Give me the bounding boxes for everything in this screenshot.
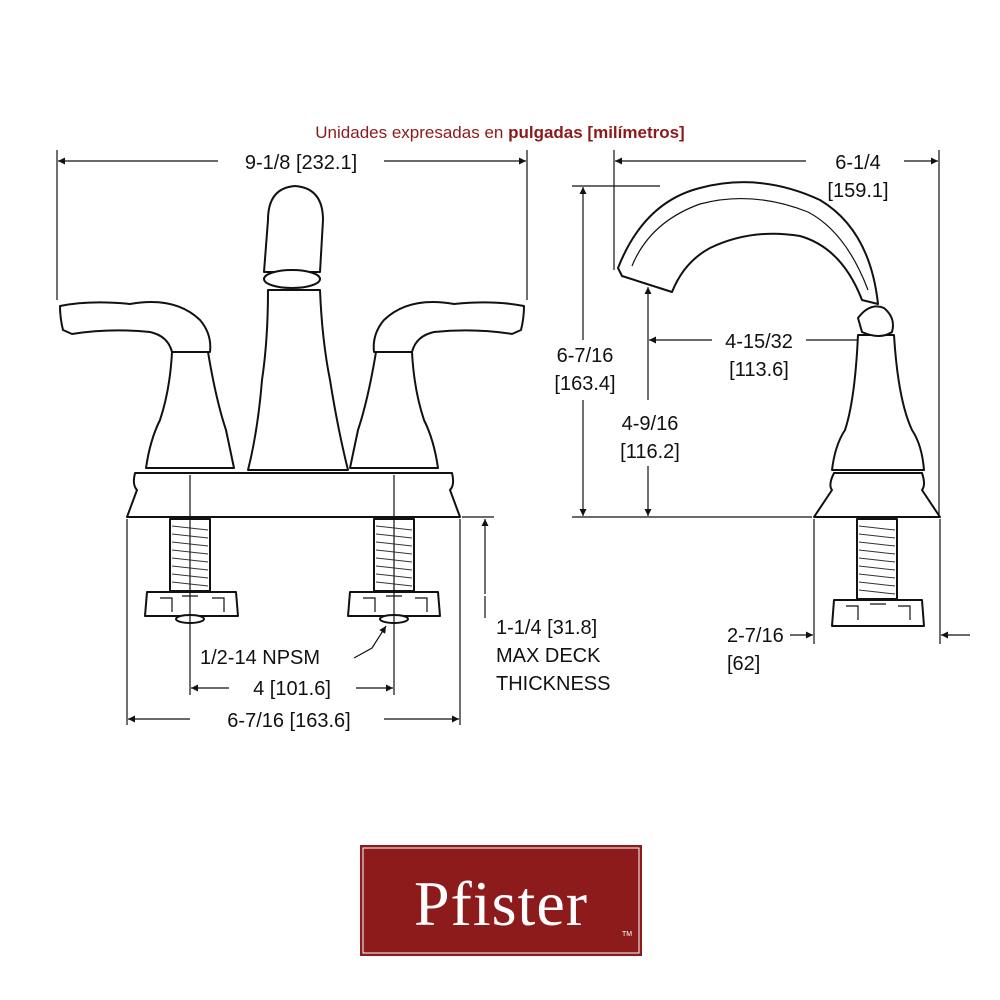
side-body — [831, 334, 925, 471]
spout-height-label-1: 4-9/16 — [622, 413, 679, 435]
spout-body — [247, 289, 349, 471]
base-depth-label-2: [62] — [727, 653, 760, 675]
pfister-logo: Pfister TM — [360, 845, 642, 956]
logo-trademark: TM — [622, 931, 632, 938]
deck-thickness-label-1: MAX DECK — [496, 645, 601, 667]
depth-label-1: 6-1/4 — [835, 152, 881, 174]
spout-aerator — [263, 269, 321, 289]
base-depth-label-1: 2-7/16 — [727, 625, 784, 647]
side-view: 6-1/4 [159.1] 6-7/16 [163.4] 4-9/16 [116… — [554, 150, 970, 675]
base-width-label: 6-7/16 [163.6] — [227, 710, 350, 732]
right-handle-lever — [372, 301, 525, 353]
side-nut-detail — [846, 603, 911, 620]
thread-spec-label: 1/2-14 NPSM — [200, 647, 320, 669]
left-handle-body — [145, 351, 235, 469]
units-note: Unidades expresadas en pulgadas [milímet… — [315, 123, 684, 142]
logo-inner-border — [362, 847, 640, 954]
height-label-1: 6-7/16 — [557, 345, 614, 367]
base-plate — [126, 472, 461, 518]
overall-width-label: 9-1/8 [232.1] — [245, 152, 357, 174]
side-handle — [857, 305, 894, 337]
thread-leader — [353, 625, 387, 659]
spout-height-label-2: [116.2] — [620, 441, 680, 463]
deck-thickness-value: 1-1/4 [31.8] — [496, 617, 597, 639]
right-handle-body — [349, 351, 439, 469]
left-handle-lever — [59, 301, 212, 353]
logo-wordmark: Pfister — [414, 868, 588, 939]
front-view: 9-1/8 [232.1] — [56, 150, 610, 732]
logo-background — [360, 845, 642, 956]
side-spout — [617, 181, 879, 305]
spout-highlight — [631, 197, 869, 291]
height-label-2: [163.4] — [554, 373, 615, 395]
deck-thickness-label-2: THICKNESS — [496, 673, 610, 695]
side-shank-threads — [858, 525, 896, 595]
depth-label-2: [159.1] — [827, 180, 888, 202]
center-spacing-label: 4 [101.6] — [253, 678, 331, 700]
reach-label-1: 4-15/32 — [725, 331, 793, 353]
side-base — [813, 472, 941, 518]
side-shank — [856, 518, 898, 600]
spout-head — [263, 185, 324, 273]
reach-label-2: [113.6] — [729, 359, 789, 381]
units-note-bold: pulgadas [milímetros] — [508, 123, 685, 142]
units-note-prefix: Unidades expresadas en — [315, 123, 508, 142]
